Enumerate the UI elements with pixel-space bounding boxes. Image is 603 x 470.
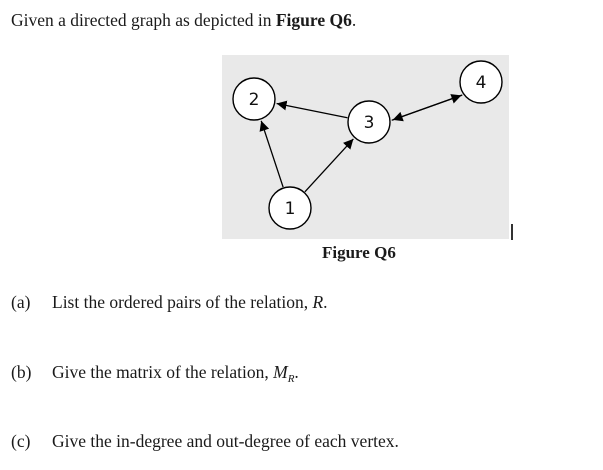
node-2: 2 <box>232 77 276 121</box>
question-a: (a) List the ordered pairs of the relatio… <box>11 292 328 313</box>
question-b: (b) Give the matrix of the relation, MR. <box>11 362 299 386</box>
edge-4-to-3 <box>392 94 463 122</box>
question-a-label: (a) <box>11 292 31 312</box>
question-b-label: (b) <box>11 362 32 382</box>
vertical-tick-mark <box>511 224 513 240</box>
edge-3-to-2 <box>276 100 348 119</box>
node-2-circle <box>232 77 276 121</box>
node-1: 1 <box>268 186 312 230</box>
question-b-subscript: R <box>287 373 295 385</box>
node-3-label: 3 <box>364 113 375 133</box>
node-1-circle <box>268 186 312 230</box>
question-b-end: . <box>294 362 299 382</box>
question-b-variable: M <box>273 362 288 382</box>
edge-1-to-2 <box>259 120 284 188</box>
question-c: (c) Give the in-degree and out-degree of … <box>11 431 399 452</box>
node-4: 4 <box>459 60 503 104</box>
node-3: 3 <box>347 100 391 144</box>
question-a-end: . <box>323 292 328 312</box>
question-b-text: Give the matrix of the relation, <box>52 362 274 382</box>
question-a-variable: R <box>312 292 324 312</box>
node-2-label: 2 <box>249 90 260 110</box>
intro-sentence: Given a directed graph as depicted in Fi… <box>11 10 356 31</box>
node-4-label: 4 <box>476 73 487 93</box>
question-a-text: List the ordered pairs of the relation, <box>52 292 313 312</box>
edge-1-to-3 <box>304 138 354 193</box>
figure-reference: Figure Q6 <box>275 10 352 30</box>
question-c-text: Give the in-degree and out-degree of eac… <box>52 431 399 451</box>
intro-suffix: . <box>351 10 357 30</box>
figure-caption: Figure Q6 <box>322 243 396 262</box>
question-c-label: (c) <box>11 431 31 451</box>
node-3-circle <box>347 100 391 144</box>
intro-prefix: Given a directed graph as depicted in <box>11 10 276 30</box>
node-1-label: 1 <box>285 199 296 219</box>
node-4-circle <box>459 60 503 104</box>
